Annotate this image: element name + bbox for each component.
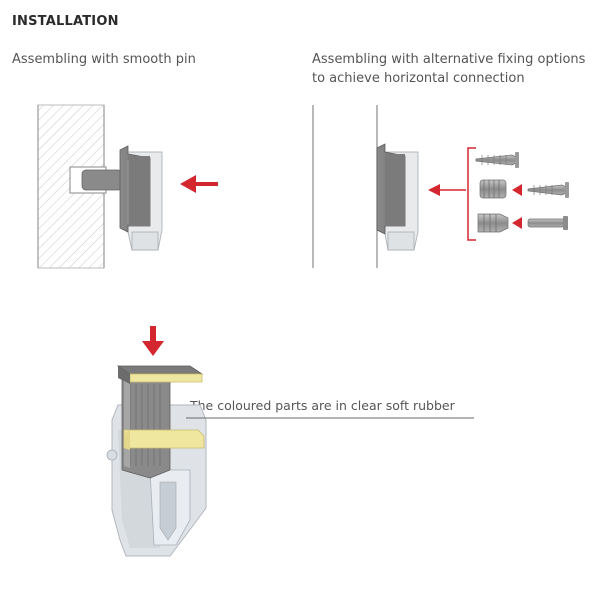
rubber-ring-top: [123, 429, 205, 449]
threaded-insert-option: [479, 179, 569, 199]
housing-clip-detail: [159, 481, 177, 541]
connector-light-foot: [131, 231, 159, 251]
option-3-arrow: [512, 217, 522, 229]
top-cap-side: [118, 366, 130, 384]
insert-arrow: [180, 175, 218, 193]
connector-dark-block-2: [385, 154, 405, 226]
smooth-pin: [81, 169, 123, 191]
smooth-pin-figure: [37, 104, 218, 269]
rubber-parts-note: The coloured parts are in clear soft rub…: [190, 398, 455, 413]
selection-arrow: [428, 184, 440, 196]
connector-dark-block: [128, 156, 150, 226]
threaded-body-highlight: [124, 380, 130, 468]
right-caption-line-2: to achieve horizontal connection: [312, 71, 525, 86]
top-cap-top: [116, 365, 204, 375]
top-cap-rubber: [129, 373, 203, 383]
downward-arrow: [142, 326, 164, 356]
rubber-ring-side: [124, 430, 130, 450]
wood-screw-option: [475, 152, 519, 168]
option-2-arrow: [512, 184, 522, 196]
right-caption-line-1: Assembling with alternative fixing optio…: [312, 52, 586, 67]
rubber-parts-figure: [106, 326, 474, 557]
left-caption: Assembling with smooth pin: [12, 52, 196, 67]
section-heading: INSTALLATION: [12, 14, 119, 29]
connector-light-foot-2: [387, 231, 415, 251]
options-bracket: [467, 147, 476, 241]
alternative-fixings-figure: [312, 105, 569, 268]
right-caption: Assembling with alternative fixing optio…: [312, 50, 585, 88]
expansion-insert-option: [477, 213, 568, 233]
side-screw: [106, 449, 118, 461]
